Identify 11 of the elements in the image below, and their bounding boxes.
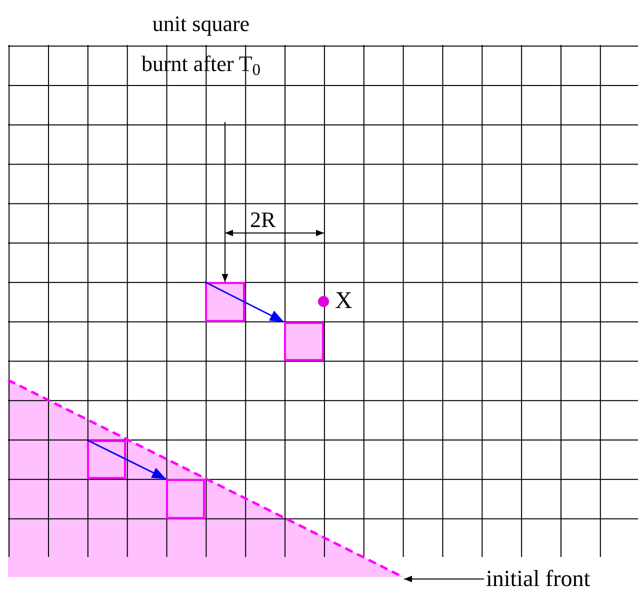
point-label: X (335, 289, 352, 313)
arrow (404, 576, 484, 582)
unit-square (166, 479, 205, 519)
arrow (86, 439, 166, 480)
annotation-text: initial front (486, 566, 592, 592)
arrow (222, 122, 228, 282)
unit-square (284, 322, 324, 361)
unit-square (87, 440, 126, 479)
dimension-label: 2R (250, 208, 276, 232)
unit-square (205, 282, 245, 322)
arrow (204, 281, 284, 323)
